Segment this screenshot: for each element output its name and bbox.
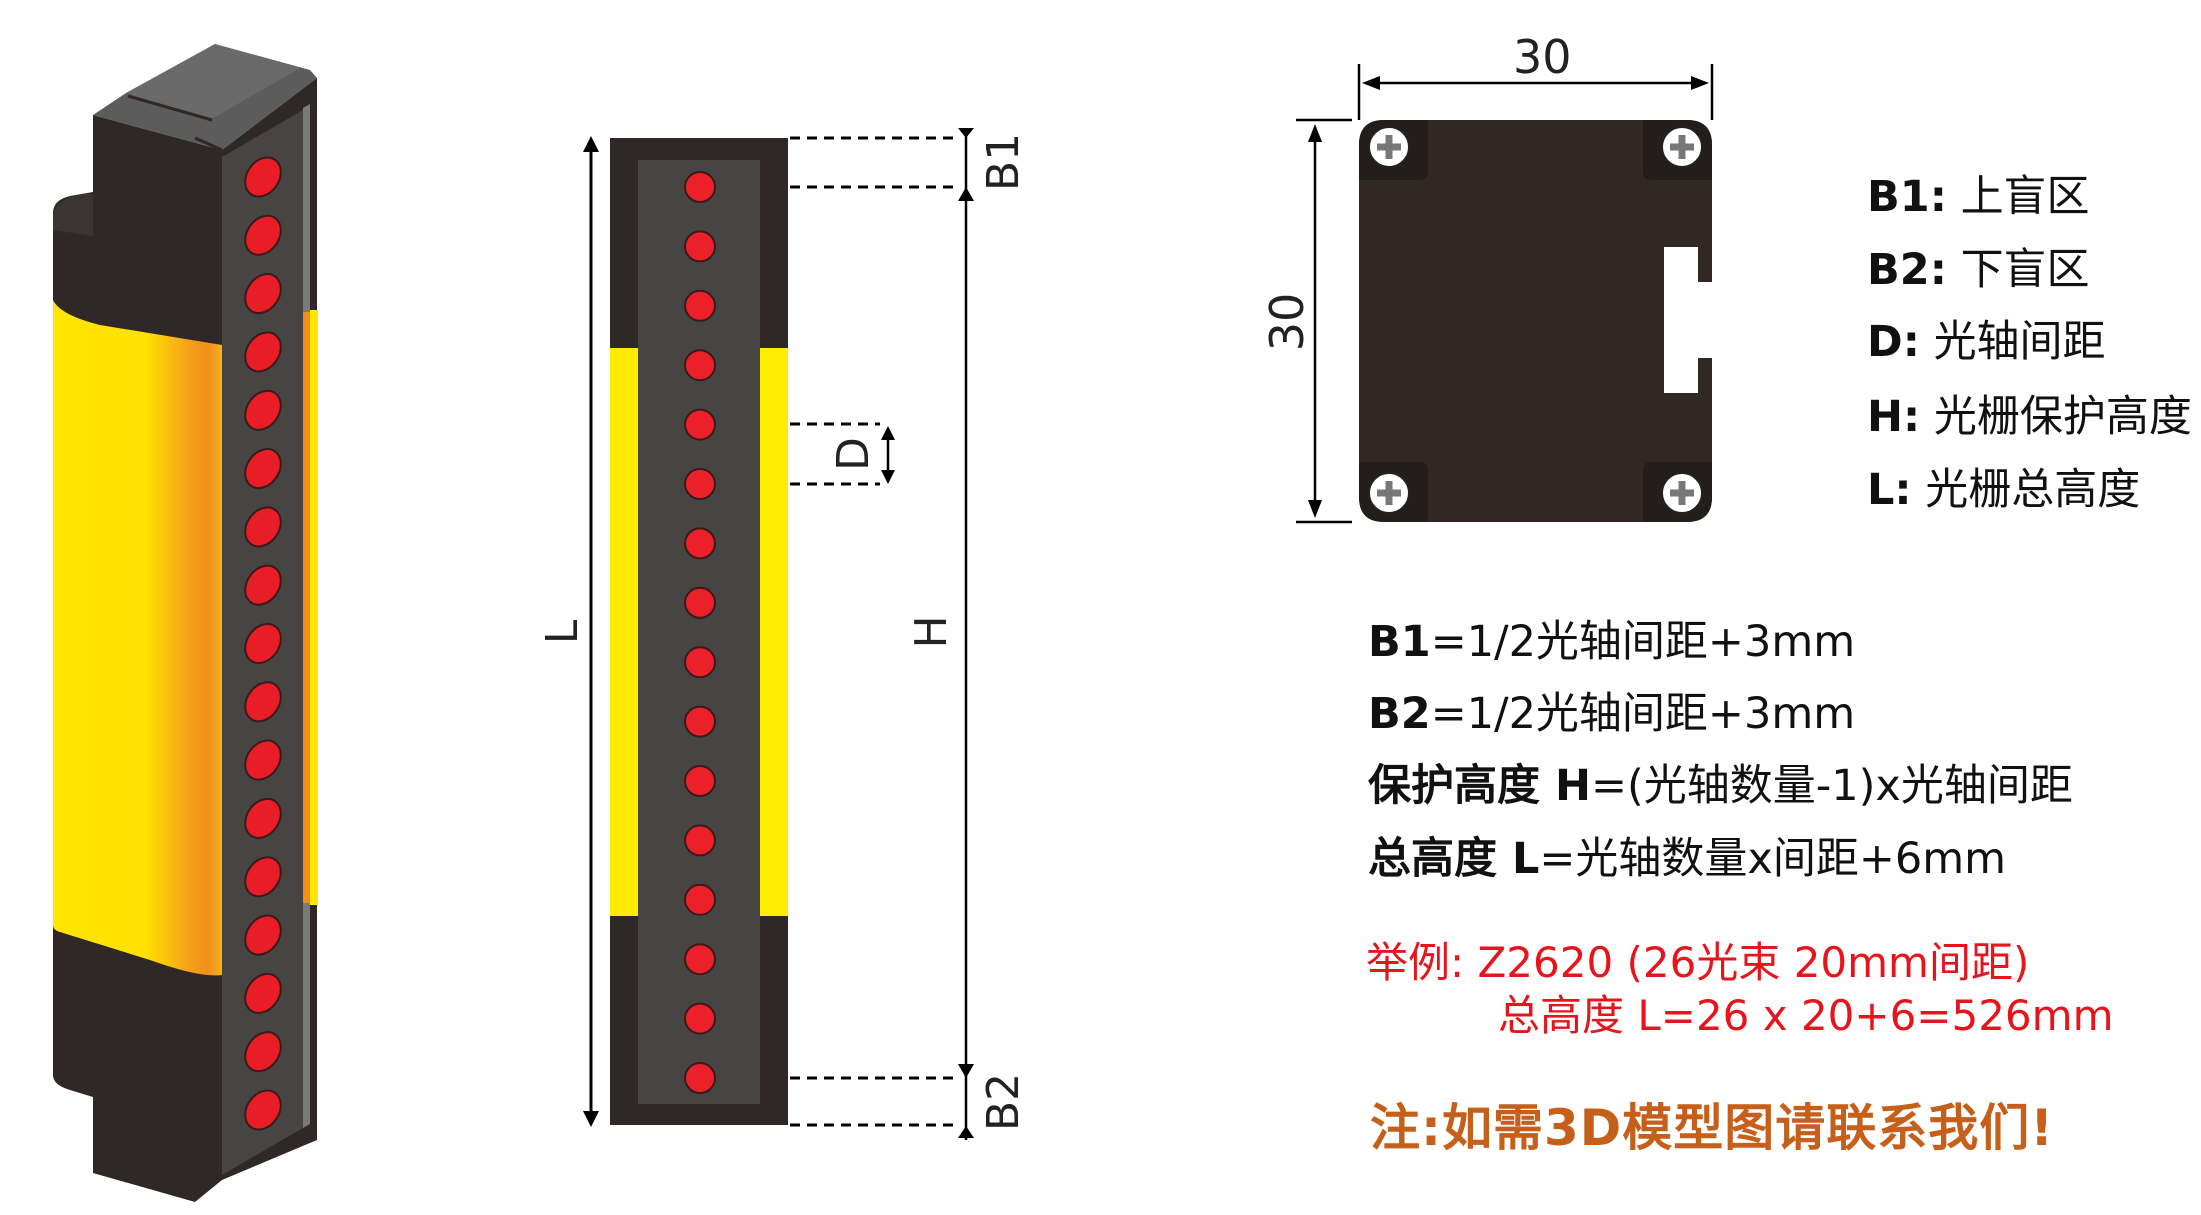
screw-icons [1368,126,1703,514]
dimension-label-B1: B1 [978,132,1029,192]
led-dot [684,765,716,797]
height-dimension-label: 30 [1260,292,1314,352]
formula-b1: B1=1/2光轴间距+3mm [1368,617,1856,667]
formula-b2: B2=1/2光轴间距+3mm [1368,689,1856,739]
led-dot [684,586,716,619]
legend-item-b2: B2: 下盲区 [1867,245,2090,295]
led-dot [244,389,282,431]
led-dot [244,681,282,723]
led-dot [244,914,282,956]
led-dot [684,468,716,500]
led-dot [244,1031,282,1073]
led-dot [244,156,282,198]
led-dot [684,527,716,560]
led-dot [684,824,716,857]
legend-item-d: D: 光轴间距 [1867,317,2106,367]
led-array-front [684,171,716,1094]
led-dot [244,506,282,548]
legend-item-h: H: 光栅保护高度 [1867,392,2192,442]
led-dot [684,646,716,679]
width-dimension-label: 30 [1513,30,1572,84]
led-dot [244,273,282,315]
led-dot [684,171,716,203]
front-view-drawing [583,128,974,1140]
formula-h: 保护高度 H=(光轴数量-1)x光轴间距 [1368,761,2073,811]
led-dot [684,1062,716,1094]
example-line-2: 总高度 L=26 x 20+6=526mm [1498,991,2114,1040]
example-line-1: 举例: Z2620 (26光束 20mm间距) [1366,938,2030,987]
led-dot [244,856,282,898]
led-dot [684,408,716,441]
led-dot [684,883,716,916]
led-dot [244,739,282,781]
led-dot [244,1089,282,1131]
cross-section-drawing [1296,64,1714,524]
led-dot [684,705,716,738]
led-dot [244,797,282,839]
led-dot [244,564,282,606]
led-dot [684,943,716,976]
led-array-3d [244,156,282,1131]
led-dot [244,331,282,373]
dimension-label-B2: B2 [978,1072,1029,1132]
legend-item-b1: B1: 上盲区 [1867,172,2090,222]
led-dot [684,230,716,263]
led-dot [684,289,716,322]
led-dot [684,1002,716,1035]
led-dot [684,349,716,382]
product-3d-illustration [53,44,318,1202]
led-dot [244,623,282,664]
led-dot [244,448,282,490]
dimension-label-H: H [906,615,957,649]
dimension-label-D: D [828,437,879,471]
contact-note: 注:如需3D模型图请联系我们! [1370,1099,2055,1157]
dimension-label-L: L [537,619,588,645]
formula-l: 总高度 L=光轴数量x间距+6mm [1368,834,2007,884]
legend-item-l: L: 光栅总高度 [1867,465,2141,515]
led-dot [244,972,282,1014]
led-dot [244,214,282,256]
